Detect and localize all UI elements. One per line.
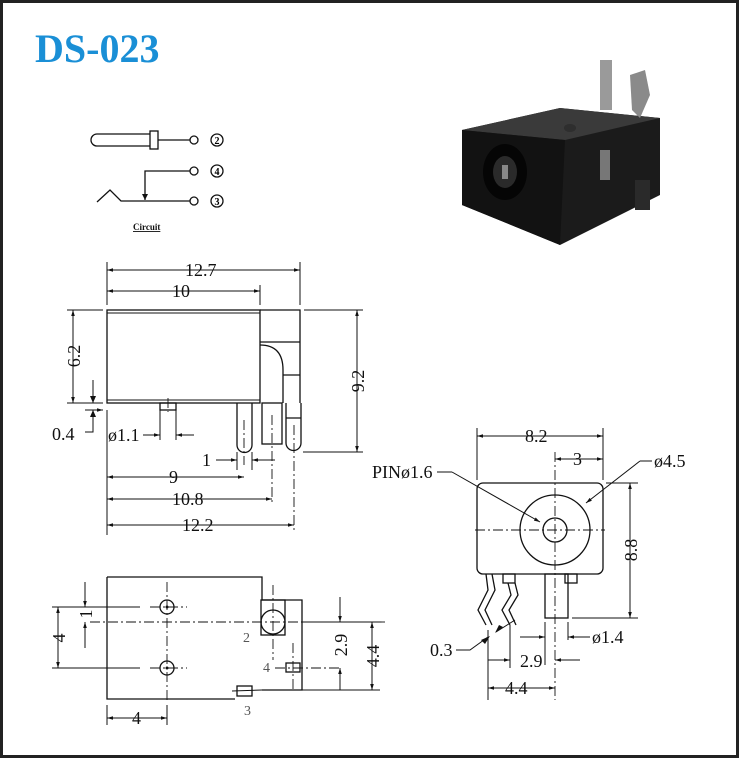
dim-pin4-offset: 2.9	[331, 634, 351, 657]
dim-total-length: 12.7	[185, 260, 217, 280]
switch-contact	[144, 170, 190, 200]
dim-body-length: 10	[172, 281, 190, 301]
dim-pin2-pos: 10.8	[172, 489, 204, 509]
side-view-drawing: 12.7 10 6.2 0.4 ø1.1 1 9 10.8 12.2 9.2	[52, 260, 368, 535]
dim-center-offset: 1	[76, 610, 96, 619]
product-photo	[462, 60, 660, 245]
dim-hole-from-edge: 4	[132, 708, 141, 728]
dim-pin-width: 1	[202, 450, 211, 470]
front-view-drawing: 8.2 3 ø4.5 PINø1.6 8.8 0.3 ø1.4 2.9 4.4	[372, 426, 686, 700]
dim-tab-dia: ø1.1	[108, 425, 140, 445]
dim-hole-spacing: 4	[49, 634, 69, 643]
technical-drawing: 2 4 3 Circuit	[49, 60, 686, 728]
pin-number-3: 3	[215, 197, 220, 208]
dim-pin3-pos: 12.2	[182, 515, 214, 535]
plug-pin-symbol	[90, 133, 150, 147]
pin-number-2: 2	[215, 136, 220, 147]
terminal-icon	[189, 135, 199, 145]
dim-body-height: 6.2	[64, 345, 84, 368]
dim-lead-spacing-1: 2.9	[520, 651, 543, 671]
dim-pin-dia: PINø1.6	[372, 462, 433, 482]
sleeve-contact	[96, 189, 190, 203]
dim-lead-thickness: 0.3	[430, 640, 453, 660]
pin-label-3: 3	[244, 704, 251, 719]
circuit-diagram: 2 4 3 Circuit	[90, 130, 224, 232]
dim-offset: 0.4	[52, 424, 75, 444]
part-number-title: DS-023	[35, 26, 160, 71]
dim-lead-spacing-2: 4.4	[505, 678, 528, 698]
pin-number-4: 4	[215, 167, 220, 178]
dim-width: 8.2	[525, 426, 548, 446]
pin-label-2: 2	[243, 631, 250, 646]
dim-pin3-offset: 4.4	[363, 645, 383, 668]
dim-lead-dia: ø1.4	[592, 627, 624, 647]
dim-outer-dia: ø4.5	[654, 451, 686, 471]
bottom-view-drawing: 2 4 3 4 1 2.9 4.4 4	[49, 576, 385, 728]
circuit-label: Circuit	[133, 222, 160, 232]
dim-total-height: 9.2	[348, 370, 368, 393]
pin-label-4: 4	[263, 661, 270, 676]
dim-center-offset: 3	[573, 449, 582, 469]
dim-pin1-pos: 9	[169, 467, 178, 487]
dim-height: 8.8	[621, 539, 641, 562]
